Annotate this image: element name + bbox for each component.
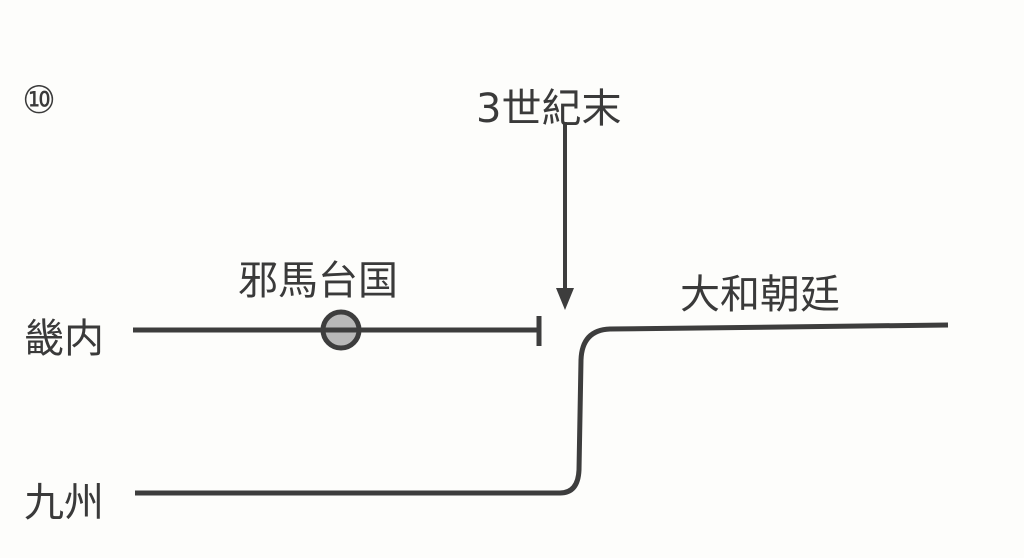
yamatai-marker bbox=[320, 309, 362, 351]
event-arrow-head bbox=[556, 288, 574, 310]
event-label: 3世紀末 bbox=[476, 86, 622, 132]
kinai-label: 畿内 bbox=[24, 316, 104, 362]
yamato-label: 大和朝廷 bbox=[680, 272, 840, 318]
yamatai-label: 邪馬台国 bbox=[238, 258, 398, 304]
kyushu-label: 九州 bbox=[24, 480, 104, 526]
kyushu-to-yamato-line bbox=[135, 322, 949, 496]
figure-number: ⑩ bbox=[22, 78, 57, 122]
